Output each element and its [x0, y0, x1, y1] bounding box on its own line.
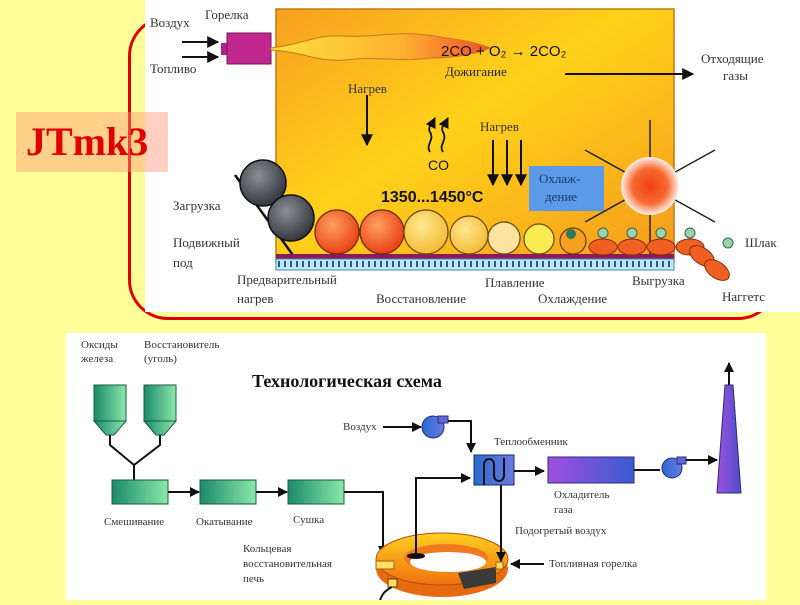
- step-mixing-label: Смешивание: [104, 516, 165, 528]
- hot-gas-to-exchanger-arrow: [415, 473, 471, 555]
- heat-exchanger-icon: [473, 454, 515, 486]
- hopper-2-label-line1: Восстановитель: [144, 339, 220, 351]
- hopper-1-label-line1: Оксиды: [81, 339, 118, 351]
- co-rising-arrow: [438, 117, 449, 153]
- title-badge: JTmk3: [16, 112, 168, 172]
- moving-hearth-line1: Подвижный: [173, 235, 240, 250]
- moving-hearth-line2: под: [173, 255, 193, 270]
- reaction-formula: 2CO + O₂ → 2CO₂: [441, 43, 567, 60]
- cooling-box-line2: дение: [545, 189, 578, 204]
- fuel-burner-label: Топливная горелка: [549, 558, 638, 570]
- nugget: [646, 238, 676, 256]
- slag-piece: [655, 227, 667, 239]
- air-label: Воздух: [343, 421, 377, 433]
- sun-burst-icon: [584, 120, 716, 256]
- hopper-2-label-line2: (уголь): [144, 353, 177, 365]
- hearth-top: [276, 254, 674, 259]
- hopper-iron-oxides: [92, 384, 128, 436]
- cooling-box-line1: Охлаж-: [539, 171, 581, 186]
- co-rising-arrow: [425, 117, 436, 153]
- heating-label-2: Нагрев: [480, 119, 519, 134]
- unloading-stage-label: Выгрузка: [632, 273, 685, 288]
- step-pelletizing-label: Окатывание: [196, 516, 253, 528]
- hopper-merge-line: [109, 435, 161, 467]
- hopper-1-label-line2: железа: [81, 353, 114, 365]
- air-to-exchanger-arrow: [448, 420, 476, 453]
- badge-text: JTmk3: [26, 119, 149, 164]
- slag-piece: [684, 227, 696, 239]
- drying-box: [287, 479, 345, 505]
- melting-pellet: [487, 221, 521, 255]
- melting-stage-label: Плавление: [485, 275, 545, 290]
- slag-piece: [722, 237, 734, 249]
- moving-hearth: [275, 258, 675, 271]
- heat-exchanger-label: Теплообменник: [494, 436, 568, 448]
- preheating-line1: Предварительный: [237, 272, 337, 287]
- fuel-input-label: Топливо: [150, 61, 197, 76]
- process-scheme-svg: [92, 362, 742, 601]
- reducing-pellet: [403, 209, 449, 255]
- step-drying-label: Сушка: [293, 514, 325, 526]
- gas-cooler-label-line2: газа: [554, 504, 573, 516]
- outlet-line: [379, 586, 393, 601]
- heated-pellet: [314, 209, 360, 255]
- slag-piece: [566, 229, 576, 239]
- melting-pellet: [523, 223, 555, 255]
- slag-piece: [626, 227, 638, 239]
- cooling-box: [529, 166, 604, 211]
- co-label: CO: [428, 157, 449, 173]
- ring-furnace-icon: [375, 532, 509, 597]
- nugget: [588, 238, 618, 256]
- pelletizing-box: [199, 479, 257, 505]
- afterburning-label: Дожигание: [445, 64, 507, 79]
- ring-furnace-label-line3: печь: [243, 573, 265, 585]
- temperature-label: 1350...1450°C: [381, 189, 484, 206]
- reducing-pellet: [449, 215, 489, 255]
- heating-label-1: Нагрев: [348, 81, 387, 96]
- nugget: [617, 238, 647, 256]
- raw-pellet: [239, 159, 287, 207]
- exhaust-fan-icon: [661, 456, 687, 479]
- mixing-box: [111, 479, 169, 505]
- raw-pellet: [267, 194, 315, 242]
- nugget: [704, 259, 730, 281]
- ring-furnace-label-line2: восстановительная: [243, 558, 332, 570]
- gas-cooler-label-line1: Охладитель: [554, 489, 610, 501]
- preheated-air-label: Подогретый воздух: [515, 525, 607, 537]
- hopper-reducer-coal: [142, 384, 178, 436]
- air-input-label: Воздух: [150, 15, 190, 30]
- cooling-stage-label: Охлаждение: [538, 291, 608, 306]
- burner-label: Горелка: [205, 7, 249, 22]
- air-blower-icon: [421, 415, 449, 439]
- exhaust-label-line2: газы: [723, 68, 748, 83]
- process-scheme-panel: Оксиды железа Восстановитель (уголь) Тех…: [66, 333, 766, 601]
- hearth-ticks: [278, 261, 670, 267]
- furnace-gas-outlet: [407, 553, 425, 559]
- nuggets-row: [588, 227, 705, 256]
- furnace-diagram-panel: Воздух Топливо Горелка 2CO + O₂ → 2CO₂ Д…: [145, 0, 800, 312]
- burner-icon: [226, 32, 272, 65]
- chimney-stack-icon: [716, 384, 742, 494]
- slag-piece: [597, 227, 609, 239]
- gas-cooler-box: [547, 456, 635, 484]
- loading-label: Загрузка: [173, 198, 221, 213]
- burner-nozzle: [221, 43, 228, 55]
- heated-pellet: [359, 209, 405, 255]
- reduction-stage-label: Восстановление: [376, 291, 467, 306]
- ring-furnace-label-line1: Кольцевая: [243, 543, 292, 555]
- preheating-line2: нагрев: [237, 291, 274, 306]
- flow-arrow: [344, 491, 388, 556]
- flame-icon: [270, 33, 492, 61]
- slag-label: Шлак: [745, 235, 777, 250]
- exhaust-label-line1: Отходящие: [701, 51, 764, 66]
- scheme-title: Технологическая схема: [252, 371, 442, 391]
- nuggets-label: Наггетс: [722, 289, 766, 304]
- furnace-diagram-svg: [182, 8, 734, 281]
